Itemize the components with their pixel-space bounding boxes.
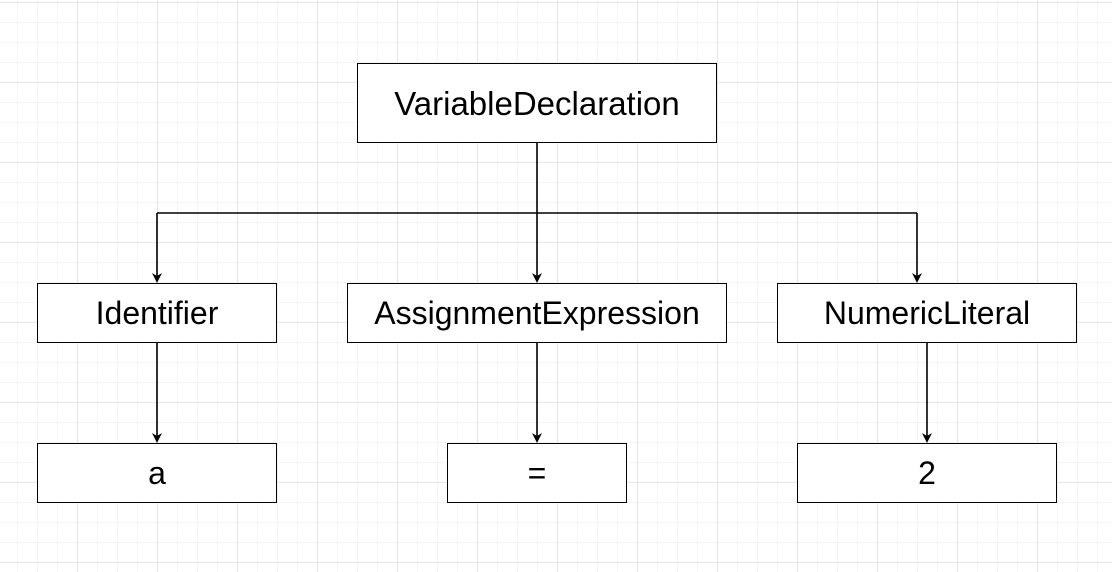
node-label: = bbox=[527, 455, 547, 491]
node-label: AssignmentExpression bbox=[374, 295, 700, 331]
node-label: Identifier bbox=[95, 295, 219, 331]
leaf-node-equals[interactable]: = bbox=[447, 443, 627, 503]
node-identifier[interactable]: Identifier bbox=[37, 283, 277, 343]
node-label: VariableDeclaration bbox=[394, 84, 680, 122]
leaf-node-two[interactable]: 2 bbox=[797, 443, 1057, 503]
node-label: NumericLiteral bbox=[823, 295, 1031, 331]
node-variable-declaration[interactable]: VariableDeclaration bbox=[357, 63, 717, 143]
node-assignment-expression[interactable]: AssignmentExpression bbox=[347, 283, 727, 343]
node-label: a bbox=[148, 455, 166, 491]
node-numeric-literal[interactable]: NumericLiteral bbox=[777, 283, 1077, 343]
leaf-node-a[interactable]: a bbox=[37, 443, 277, 503]
node-label: 2 bbox=[918, 455, 936, 491]
